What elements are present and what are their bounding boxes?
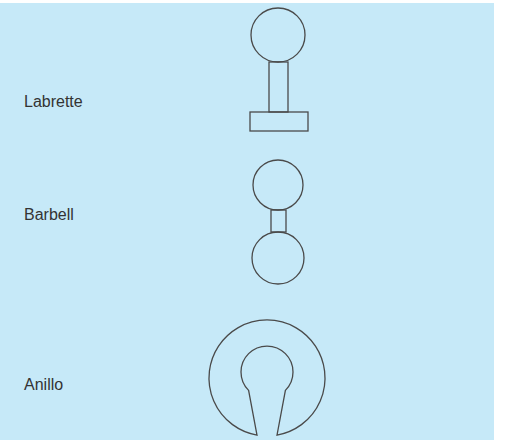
part-label: Barbell — [24, 207, 74, 223]
barbell-shape — [252, 160, 304, 284]
background-panel — [0, 3, 494, 440]
part-label: Labrette — [24, 94, 83, 110]
part-label: Anillo — [24, 377, 63, 393]
ring-shape — [209, 320, 325, 435]
labrette-shape — [250, 8, 308, 131]
